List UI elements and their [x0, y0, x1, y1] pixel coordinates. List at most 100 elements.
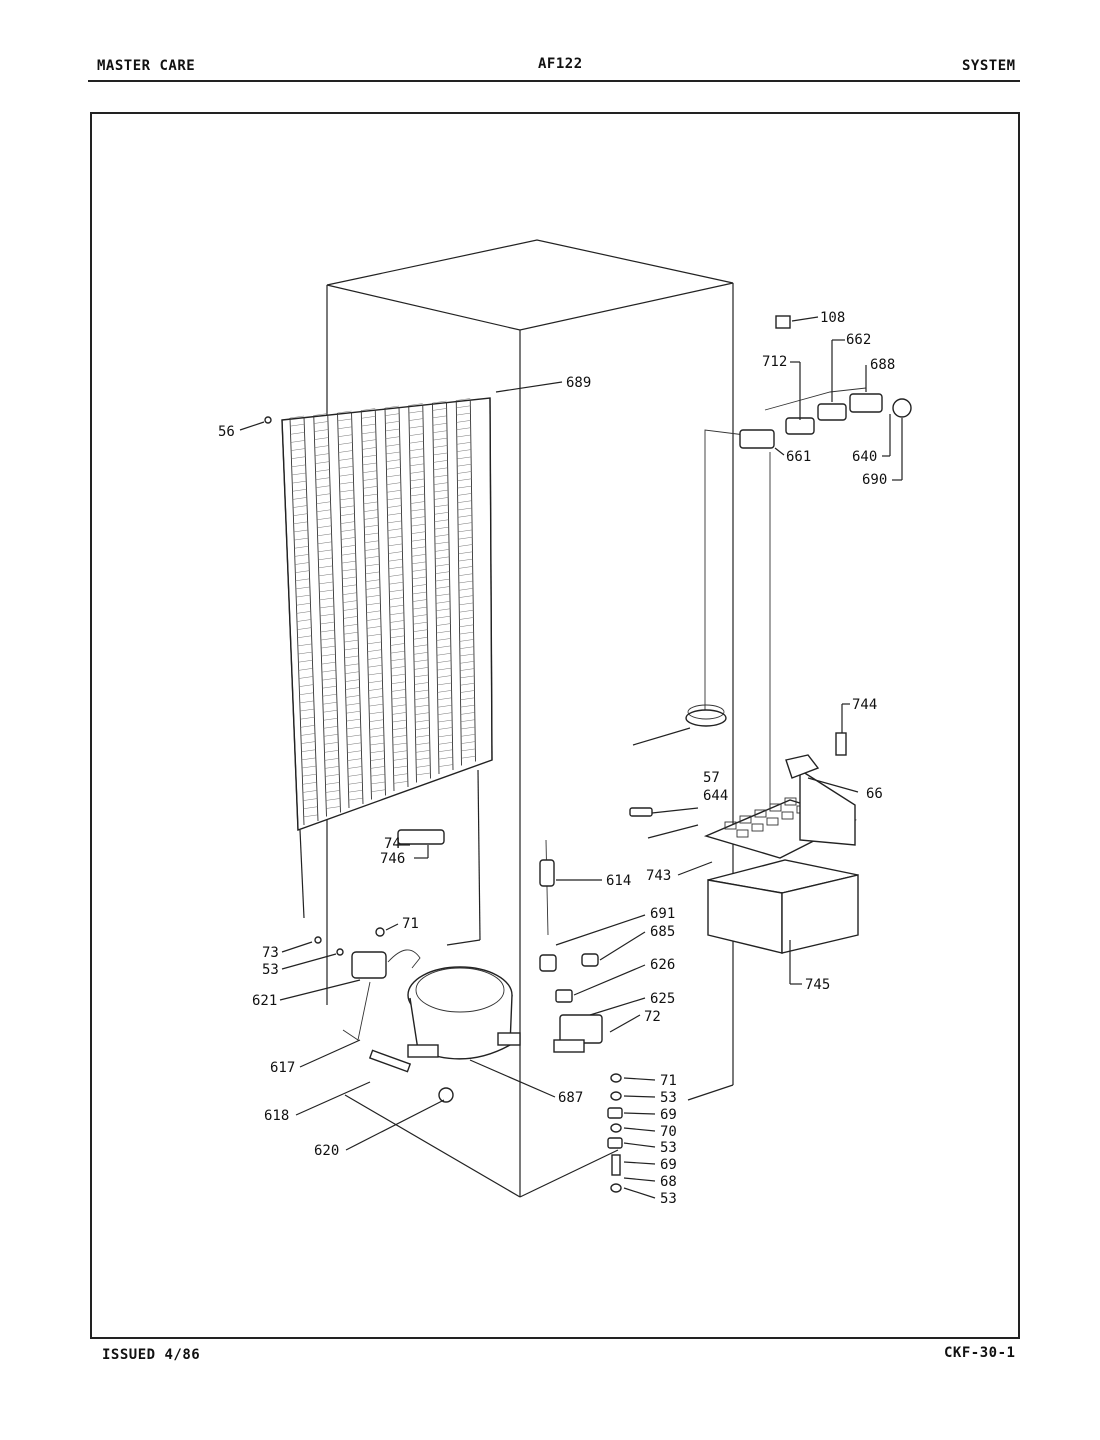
condenser-fin: [415, 742, 430, 746]
condenser-fin: [345, 703, 361, 706]
condenser-fin: [411, 531, 426, 534]
condenser-fin: [389, 604, 404, 608]
condenser-fin: [433, 460, 448, 463]
condenser-fin: [301, 757, 316, 761]
condenser-fin: [345, 679, 360, 682]
condenser-fin: [412, 606, 427, 610]
condenser-fin: [320, 637, 335, 641]
condenser-fin: [369, 719, 384, 722]
condenser-fin: [366, 618, 381, 621]
condenser-fin: [345, 687, 360, 690]
condenser-fin: [294, 554, 309, 557]
condenser-fin: [390, 643, 405, 646]
condenser-fin: [386, 474, 401, 478]
header-rule: [88, 80, 1020, 82]
condenser-fin: [303, 798, 318, 801]
condenser-fin: [437, 697, 452, 701]
condenser-fin: [435, 571, 450, 574]
condenser-fin: [391, 704, 407, 707]
condenser-fin: [385, 444, 400, 447]
callout-688: 688: [870, 357, 895, 373]
condenser-fin: [314, 429, 329, 432]
condenser-fin: [340, 513, 355, 516]
condenser-fin: [295, 578, 310, 582]
condenser-fin: [337, 426, 352, 430]
condenser-fin: [436, 615, 451, 619]
condenser-fin: [434, 504, 449, 508]
condenser-fin: [457, 522, 473, 525]
condenser-fin: [363, 501, 378, 505]
condenser-fin: [456, 449, 472, 452]
condenser-fin: [438, 756, 453, 760]
condenser-fin: [296, 611, 311, 614]
condenser-fin: [458, 536, 473, 540]
condenser-fin: [386, 451, 401, 455]
condenser-fin: [369, 735, 384, 738]
condenser-fin: [461, 748, 476, 752]
condenser-fin: [316, 501, 331, 504]
condenser-fin: [370, 766, 385, 769]
condenser-fin: [460, 719, 475, 722]
condenser-fin: [290, 432, 305, 435]
condenser-fin: [367, 664, 383, 668]
condenser-fin: [364, 540, 379, 544]
callout-69-stack-2: 69: [660, 1157, 677, 1173]
condenser-fin: [370, 750, 385, 754]
condenser-fin: [292, 489, 307, 492]
condenser-fin: [292, 480, 307, 484]
condenser-fin: [361, 423, 376, 427]
condenser-fin: [344, 655, 359, 659]
condenser-fin: [456, 412, 471, 416]
condenser-fin: [341, 545, 356, 548]
condenser-fin: [388, 558, 403, 562]
condenser-fin: [348, 774, 363, 777]
condenser-fin: [411, 516, 426, 519]
condenser-fin: [389, 597, 404, 600]
condenser-fin: [436, 653, 451, 656]
condenser-fin: [415, 750, 430, 753]
condenser-fin: [413, 621, 428, 625]
condenser-fin: [368, 680, 383, 684]
condenser-fin: [386, 482, 401, 485]
condenser-fin: [366, 626, 382, 629]
condenser-fin: [411, 523, 426, 527]
condenser-fin: [340, 521, 355, 524]
condenser-fin: [433, 467, 448, 471]
condenser-fin: [434, 526, 449, 530]
condenser-fin: [315, 461, 330, 464]
condenser-fin: [387, 528, 402, 531]
condenser-fin: [300, 716, 315, 720]
condenser-fin: [316, 493, 331, 496]
condenser-fin: [410, 493, 425, 497]
callout-73: 73: [262, 945, 279, 961]
cabinet-outline: [326, 239, 734, 1198]
condenser-fin: [302, 790, 317, 793]
condenser-fin: [459, 653, 474, 657]
condenser-fin: [410, 478, 425, 482]
condenser-fin: [296, 602, 311, 606]
condenser-fin: [297, 643, 312, 647]
hardware-stack: [264, 416, 623, 1193]
condenser-fin: [457, 515, 472, 518]
condenser-fin: [458, 558, 473, 562]
condenser-fin: [390, 635, 405, 639]
condenser-fin: [414, 697, 429, 700]
compressor: [407, 966, 521, 1103]
condenser-fin: [457, 500, 472, 503]
callout-53-stack-2: 53: [660, 1140, 677, 1156]
condenser-fin: [303, 806, 318, 809]
condenser-fin: [456, 434, 471, 438]
condenser-fin: [320, 621, 335, 625]
condenser-fin: [318, 573, 333, 577]
condenser-fin: [337, 410, 352, 414]
condenser-fin: [438, 734, 453, 738]
condenser-fin: [337, 418, 352, 422]
ice-tray-cell: [736, 829, 749, 838]
condenser-fin: [437, 704, 452, 708]
condenser-fin: [342, 576, 357, 580]
condenser-fin: [437, 667, 452, 671]
callout-66: 66: [866, 786, 883, 802]
condenser-fin: [390, 650, 405, 654]
condenser-fin: [435, 593, 450, 597]
condenser-fin: [300, 725, 315, 728]
